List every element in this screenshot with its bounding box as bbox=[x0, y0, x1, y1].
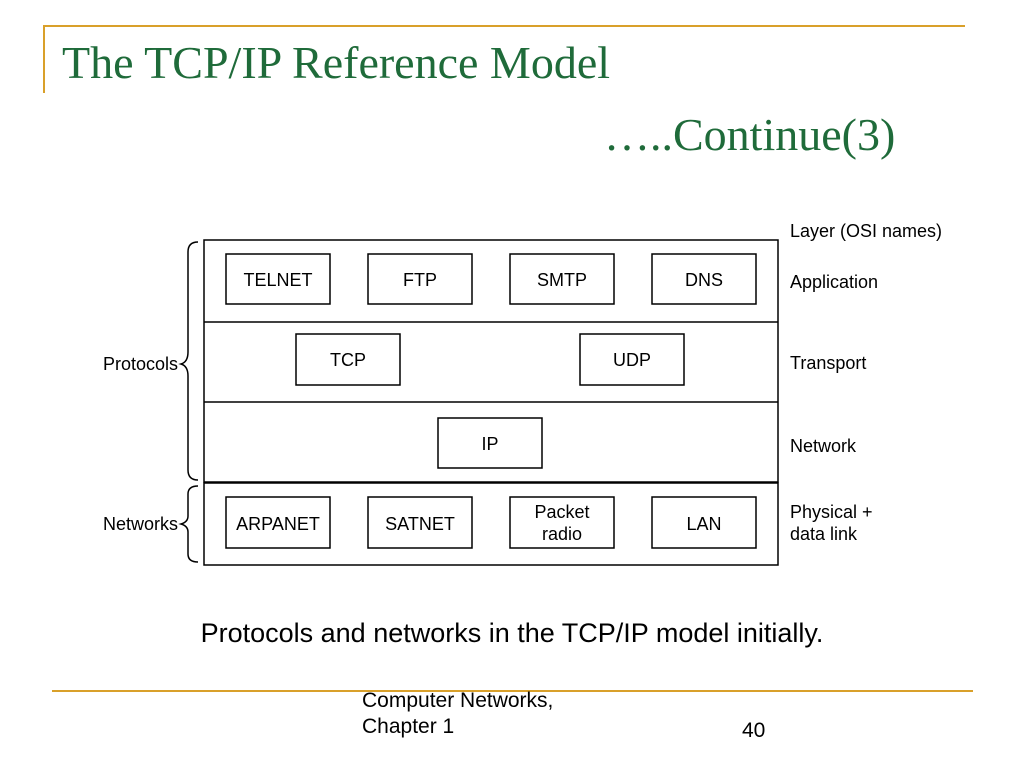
box-lan: LAN bbox=[651, 496, 757, 549]
footer-line-2: Chapter 1 bbox=[362, 715, 455, 739]
box-dns: DNS bbox=[651, 253, 757, 305]
box-smtp: SMTP bbox=[509, 253, 615, 305]
box-tcp-label: TCP bbox=[330, 350, 366, 370]
box-packet-radio: Packet radio bbox=[509, 496, 615, 549]
box-lan-label: LAN bbox=[686, 514, 721, 534]
box-ftp: FTP bbox=[367, 253, 473, 305]
tcpip-layer-diagram: Layer (OSI names) TELNET FTP SMTP DNS TC… bbox=[100, 212, 960, 574]
protocols-block bbox=[203, 239, 779, 483]
box-telnet-label: TELNET bbox=[243, 270, 312, 290]
page-number: 40 bbox=[742, 719, 766, 742]
networks-block bbox=[203, 482, 779, 566]
box-smtp-label: SMTP bbox=[537, 270, 587, 290]
box-dns-label: DNS bbox=[685, 270, 723, 290]
layer-header: Layer (OSI names) bbox=[790, 221, 942, 241]
protocols-label: Protocols bbox=[103, 354, 178, 374]
left-accent-line bbox=[43, 25, 45, 93]
footer-line-1: Computer Networks, bbox=[362, 689, 554, 712]
box-ftp-label: FTP bbox=[403, 270, 437, 290]
box-udp-label: UDP bbox=[613, 350, 651, 370]
box-packet-radio-label-2: radio bbox=[542, 524, 582, 544]
layer-label-physical-1: Physical + bbox=[790, 502, 873, 522]
footer-divider bbox=[52, 690, 973, 692]
networks-label: Networks bbox=[103, 514, 178, 534]
box-arpanet: ARPANET bbox=[225, 496, 331, 549]
layer-label-network: Network bbox=[790, 436, 857, 456]
networks-brace bbox=[178, 485, 199, 563]
box-arpanet-label: ARPANET bbox=[236, 514, 320, 534]
slide-subtitle: …..Continue(3) bbox=[604, 109, 896, 160]
top-accent-line bbox=[43, 25, 965, 27]
protocols-brace bbox=[178, 241, 199, 481]
box-telnet: TELNET bbox=[225, 253, 331, 305]
box-udp: UDP bbox=[579, 333, 685, 386]
layer-label-application: Application bbox=[790, 272, 878, 292]
footer-course: Computer Networks, Chapter 1 bbox=[362, 688, 553, 741]
box-satnet-label: SATNET bbox=[385, 514, 455, 534]
box-tcp: TCP bbox=[295, 333, 401, 386]
layer-label-physical-2: data link bbox=[790, 524, 858, 544]
layer-label-transport: Transport bbox=[790, 353, 866, 373]
slide-title: The TCP/IP Reference Model bbox=[62, 37, 611, 88]
box-packet-radio-label-1: Packet bbox=[534, 502, 589, 522]
box-ip-label: IP bbox=[481, 434, 498, 454]
box-satnet: SATNET bbox=[367, 496, 473, 549]
figure-caption: Protocols and networks in the TCP/IP mod… bbox=[200, 618, 824, 648]
box-ip: IP bbox=[437, 417, 543, 469]
